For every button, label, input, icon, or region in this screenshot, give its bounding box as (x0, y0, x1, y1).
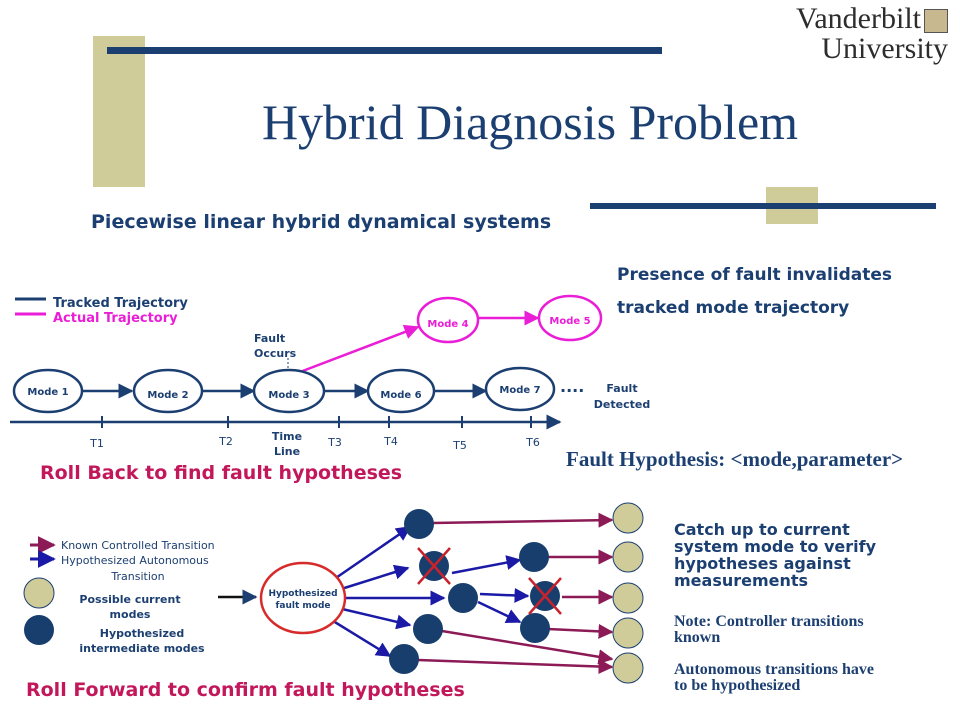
subtitle: Piecewise linear hybrid dynamical system… (91, 211, 552, 233)
fault-occurs-line2: Occurs (254, 347, 297, 360)
decor-bar-top (107, 47, 662, 54)
fault-detected-line2: Detected (594, 398, 650, 411)
time-ticks (101, 416, 532, 428)
logo-line1: Vanderbilt (796, 2, 921, 35)
mode-3-label: Mode 3 (268, 390, 309, 401)
tick-t3: T3 (327, 436, 342, 449)
mode-3-node (252, 368, 326, 414)
autonomous-text: Autonomous transitions have to be hypoth… (674, 662, 874, 694)
tick-t5: T5 (452, 439, 467, 452)
page-title: Hybrid Diagnosis Problem (261, 94, 799, 150)
mode-4-node (416, 296, 480, 344)
fault-mode-label1: Hypothesized (268, 589, 337, 599)
catch-up-line4: measurements (674, 571, 809, 590)
autonomous-line2: to be hypothesized (674, 677, 801, 694)
legend-possible-label2: modes (110, 608, 151, 621)
mode-7-node (484, 366, 556, 412)
note-line2: known (674, 629, 721, 646)
seal-icon (924, 9, 948, 34)
mode-6-node (366, 368, 436, 414)
legend-possible-node (23, 577, 55, 609)
mode-2-label: Mode 2 (147, 390, 188, 401)
fault-hypothesis-text: Fault Hypothesis: <mode,parameter> (566, 447, 904, 471)
arrow-mode3-mode4 (299, 324, 420, 374)
catch-up-text: Catch up to current system mode to verif… (674, 521, 876, 589)
presence-text: Presence of fault invalidates tracked mo… (617, 259, 892, 325)
intermediate-nodes (389, 509, 560, 674)
legend-possible-label1: Possible current (79, 593, 180, 606)
note-line1: Note: Controller transitions (674, 613, 864, 630)
mode-7-label: Mode 7 (499, 385, 540, 396)
roll-back-heading: Roll Back to find fault hypotheses (40, 462, 403, 484)
legend-intermediate-label1: Hypothesized (100, 627, 184, 640)
mode-4-label: Mode 4 (427, 319, 468, 330)
time-line-label2: Line (274, 445, 300, 458)
mode-6-label: Mode 6 (380, 390, 421, 401)
fault-detected-line1: Fault (606, 382, 637, 395)
presence-line1: Presence of fault invalidates (617, 265, 893, 285)
continuation-dots: .... (560, 377, 584, 396)
catch-up-line3: hypotheses against (674, 554, 851, 573)
roll-forward-edges (324, 512, 614, 675)
hypothesized-fault-mode-node (259, 561, 347, 635)
legend-hypothesized-label1: Hypothesized Autonomous (61, 554, 209, 567)
vanderbilt-logo: Vanderbilt University (796, 4, 948, 64)
decor-olive-block-left (93, 36, 145, 187)
tick-t4: T4 (383, 435, 398, 448)
time-line-label1: Time (272, 430, 302, 443)
fault-mode-label2: fault mode (275, 601, 330, 611)
tick-t6: T6 (525, 436, 540, 449)
mode-5-label: Mode 5 (549, 316, 590, 327)
autonomous-line1: Autonomous transitions have (674, 661, 875, 678)
legend-hypothesized-label2: Transition (110, 570, 164, 583)
fault-occurs-line1: Fault (254, 332, 285, 345)
catch-up-line1: Catch up to current (674, 520, 850, 539)
legend-tracked-label: Tracked Trajectory (53, 296, 188, 311)
mode-1-label: Mode 1 (27, 387, 68, 398)
legend-actual-label: Actual Trajectory (53, 311, 178, 326)
mode-1-node (12, 368, 84, 414)
roll-forward-heading: Roll Forward to confirm fault hypotheses (26, 679, 465, 701)
rejected-cross-marks (417, 547, 562, 615)
mode-2-node (132, 368, 204, 414)
tick-t1: T1 (89, 437, 104, 450)
decor-bar-mid (590, 203, 936, 209)
presence-line2: tracked mode trajectory (617, 298, 850, 318)
tick-t2: T2 (218, 435, 233, 448)
mode-5-node (537, 294, 603, 342)
note-text: Note: Controller transitions known (674, 614, 864, 646)
logo-line2: University (821, 32, 948, 65)
legend-known-label: Known Controlled Transition (61, 539, 215, 552)
possible-current-nodes (612, 502, 644, 684)
catch-up-line2: system mode to verify (674, 537, 877, 556)
legend-intermediate-label2: intermediate modes (79, 642, 205, 655)
legend-intermediate-node (24, 615, 54, 645)
